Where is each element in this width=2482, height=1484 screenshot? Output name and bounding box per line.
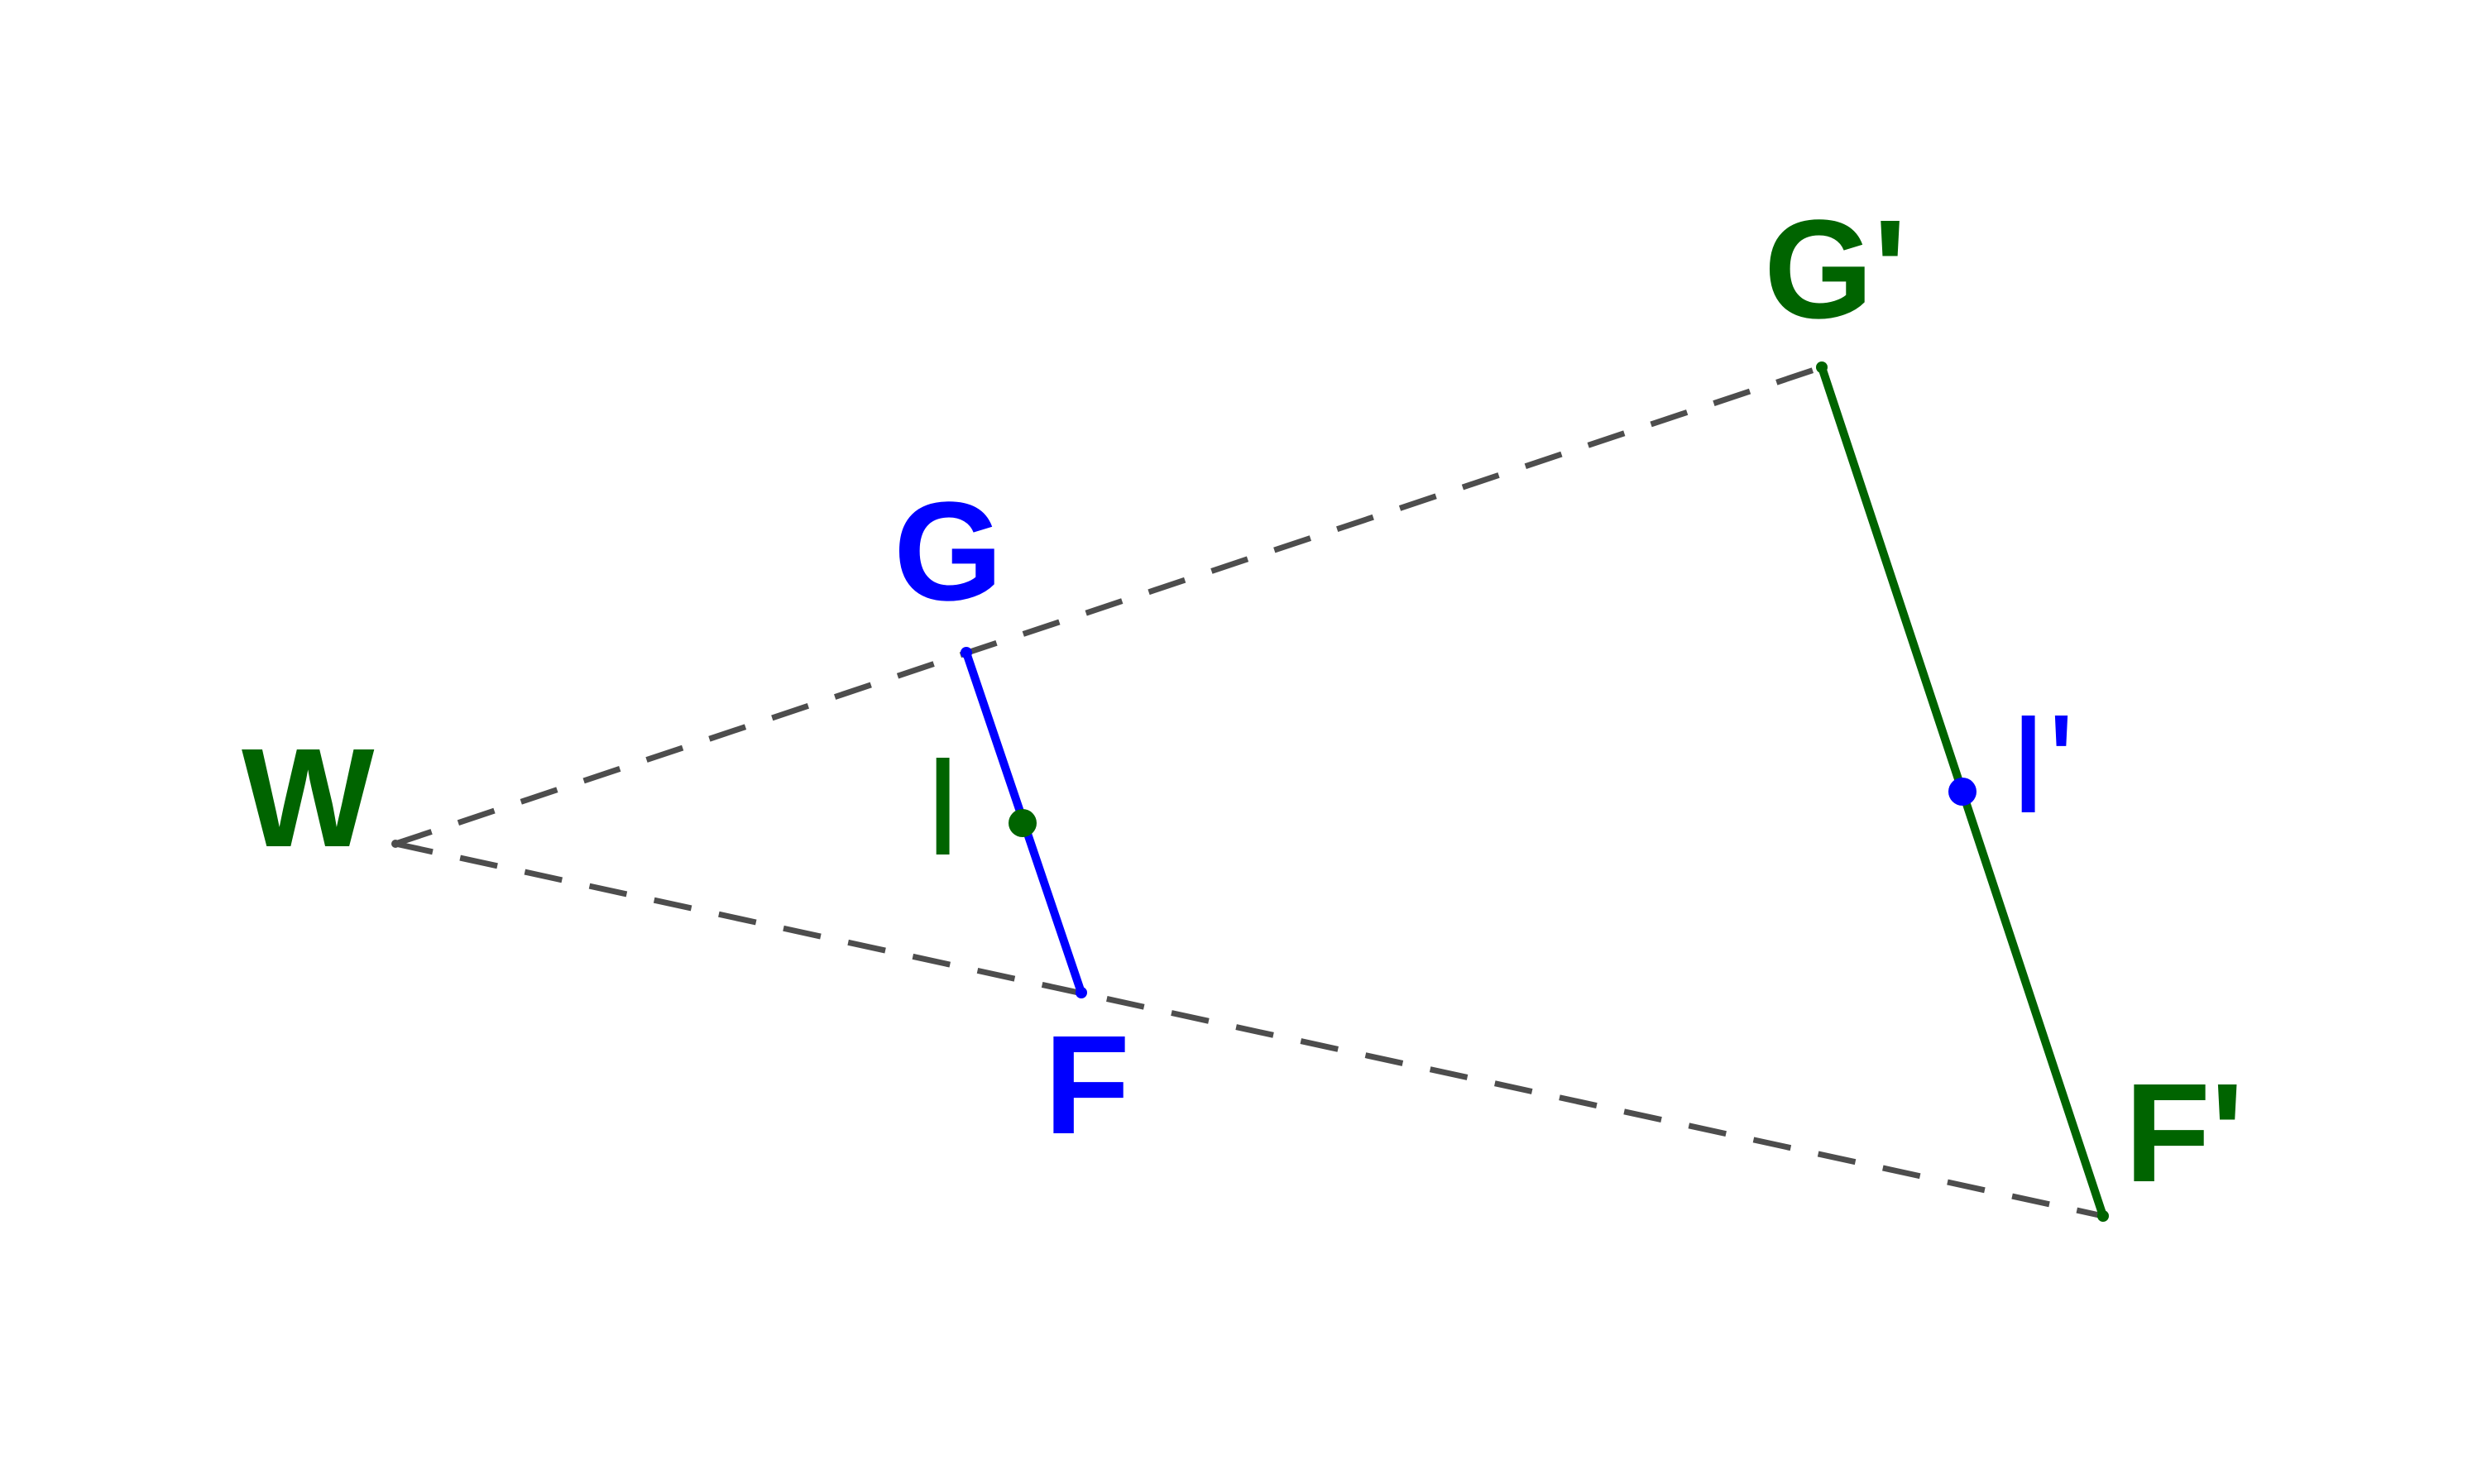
point-g: [961, 647, 972, 658]
label-i-prime: I': [2009, 686, 2075, 843]
label-w: W: [242, 720, 375, 877]
label-g: G: [894, 473, 1003, 630]
midpoint-i: [1009, 809, 1037, 837]
point-w: [391, 840, 400, 848]
label-f-prime: F': [2125, 1055, 2244, 1212]
point-f-prime: [2097, 1210, 2109, 1222]
label-g-prime: G': [1764, 191, 1907, 348]
label-i: I: [923, 728, 962, 885]
ray-w-to-g-prime: [394, 364, 1823, 847]
point-f: [1076, 987, 1087, 998]
midpoint-i-prime: [1948, 778, 1976, 806]
point-g-prime: [1816, 361, 1828, 373]
label-f: F: [1044, 1007, 1130, 1164]
ray-w-to-f-prime: [395, 840, 2104, 1219]
